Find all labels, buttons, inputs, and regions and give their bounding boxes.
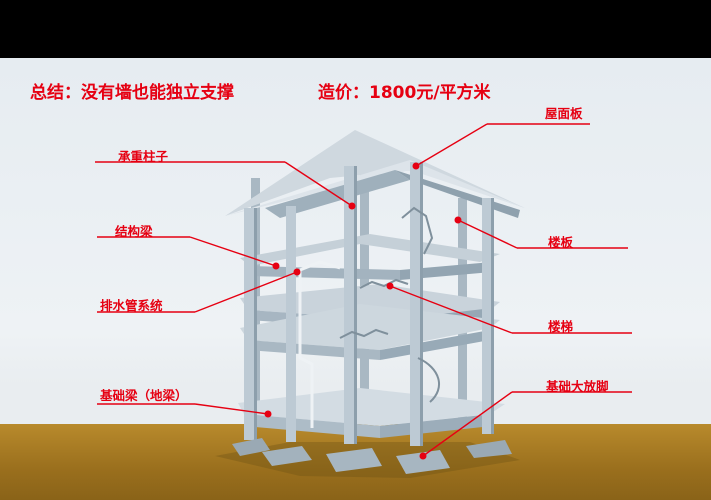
top-black-bar: [0, 0, 711, 58]
label-drainage-system: 排水管系统: [100, 298, 163, 313]
label-floor-slab: 楼板: [548, 235, 574, 250]
label-structural-beam: 结构梁: [115, 224, 153, 239]
label-load-bearing-column: 承重柱子: [118, 149, 169, 164]
floor-slabs: [225, 130, 525, 438]
leader-dots: [264, 162, 462, 460]
building-frame-illustration: [95, 123, 632, 478]
diagram-stage: 总结：没有墙也能独立支撑 造价：1800元/平方米 屋面板 承重柱子 结构梁 楼…: [0, 58, 711, 500]
front-columns: [244, 162, 493, 446]
summary-heading: 总结：没有墙也能独立支撑: [30, 83, 234, 103]
foundation-footings: [232, 438, 512, 474]
staircase: [339, 206, 440, 403]
cost-heading: 造价：1800元/平方米: [318, 83, 491, 103]
label-staircase: 楼梯: [548, 319, 574, 334]
drainage-pipe: [298, 260, 341, 428]
label-foundation-beam: 基础梁（地梁）: [100, 388, 188, 403]
label-roof-slab: 屋面板: [545, 106, 583, 121]
leader-lines: [95, 123, 632, 457]
label-foundation-footing: 基础大放脚: [546, 379, 609, 394]
